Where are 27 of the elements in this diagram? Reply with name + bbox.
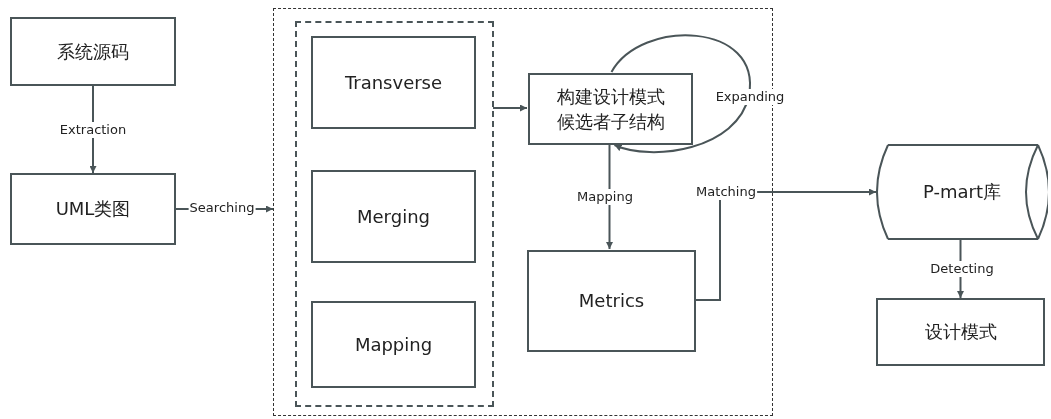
arrow [610, 34, 751, 154]
edge-label: Matching [695, 184, 757, 200]
process-box [10, 173, 176, 245]
node-label: 设计模式 [924, 320, 997, 345]
edge-label: Detecting [929, 261, 995, 277]
process-box [876, 298, 1045, 366]
database-cylinder [876, 144, 1048, 240]
node-label: Merging [357, 204, 430, 229]
process-box [311, 301, 476, 388]
process-box [10, 17, 176, 86]
edge-label: Extraction [58, 122, 128, 138]
node-label: 构建设计模式候选者子结构 [555, 84, 666, 134]
node-label: P-mart库 [923, 180, 1001, 205]
dashed-group-box [295, 21, 494, 407]
node-label: Metrics [578, 289, 645, 314]
node-label: UML类图 [55, 197, 131, 222]
process-box [311, 36, 476, 129]
process-box [527, 250, 696, 352]
arrow [492, 104, 528, 112]
edge-label: Expanding [714, 89, 786, 105]
edge-label: Searching [188, 200, 256, 216]
node-label: Mapping [354, 332, 433, 357]
edge-label: Mapping [576, 189, 634, 205]
node-label: Transverse [344, 70, 443, 95]
process-box [528, 73, 693, 145]
process-box [311, 170, 476, 263]
node-label: 系统源码 [57, 39, 129, 64]
